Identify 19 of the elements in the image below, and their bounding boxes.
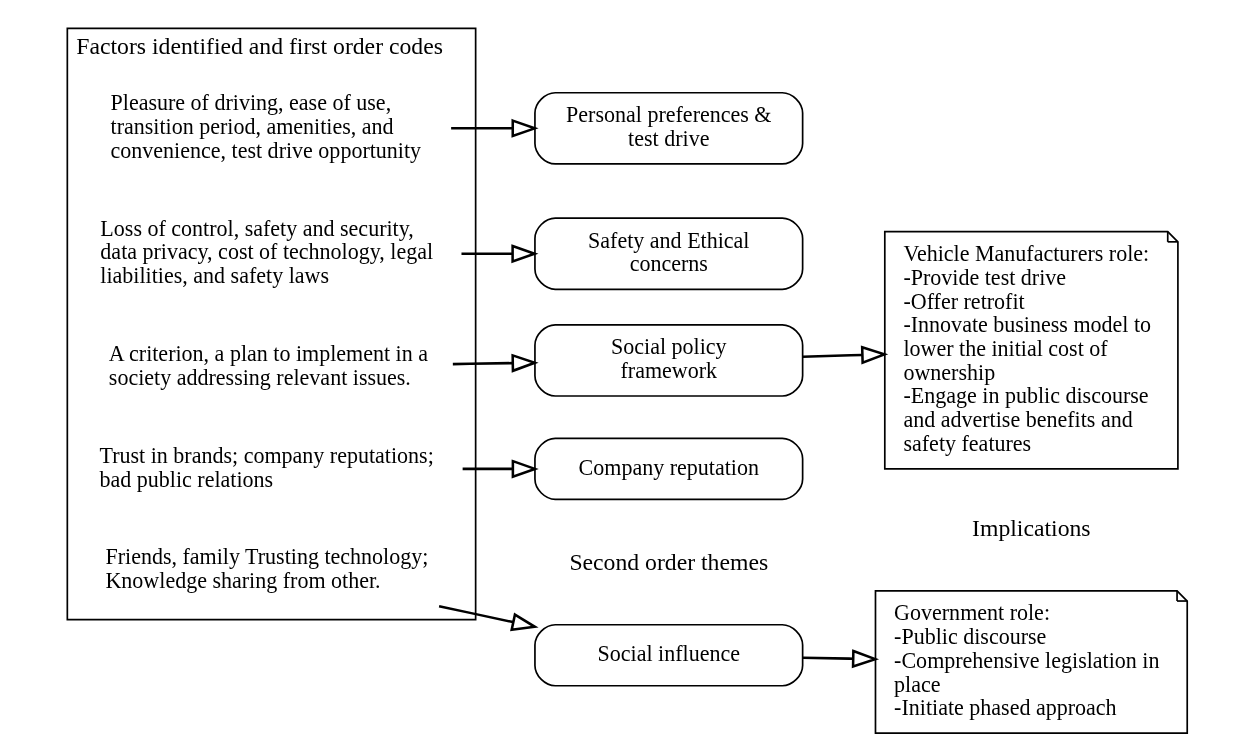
arrow [451,118,539,138]
arrow [802,649,880,669]
node-box: Social policy framework [534,324,804,397]
node-box: Personal preferences & test drive [534,91,804,165]
node-box: Social influence [534,623,804,687]
node-box: Safety and Ethical concerns [534,217,804,291]
node-text: Trust in brands; company reputations; bad public relations [99,442,434,492]
arrow [438,604,539,632]
arrow [462,459,539,479]
arrow [452,353,539,373]
label: Second order themes [569,549,769,576]
arrow [461,244,539,264]
node-box: Company reputation [534,437,804,501]
arrow [802,345,889,365]
node-text: A criterion, a plan to implement in a society addressing relevant issues. [108,341,428,390]
node-text: Friends, family Trusting technology; Knowledge sharing from other. [105,544,429,594]
node-text: Pleasure of driving, ease of use, transition period, amenities, and convenience, test drive opportunity [110,90,422,163]
label: Implications [972,515,1091,542]
node-text: Loss of control, safety and security, data privacy, cost of technology, legal liabilities, and safety laws [100,215,434,289]
